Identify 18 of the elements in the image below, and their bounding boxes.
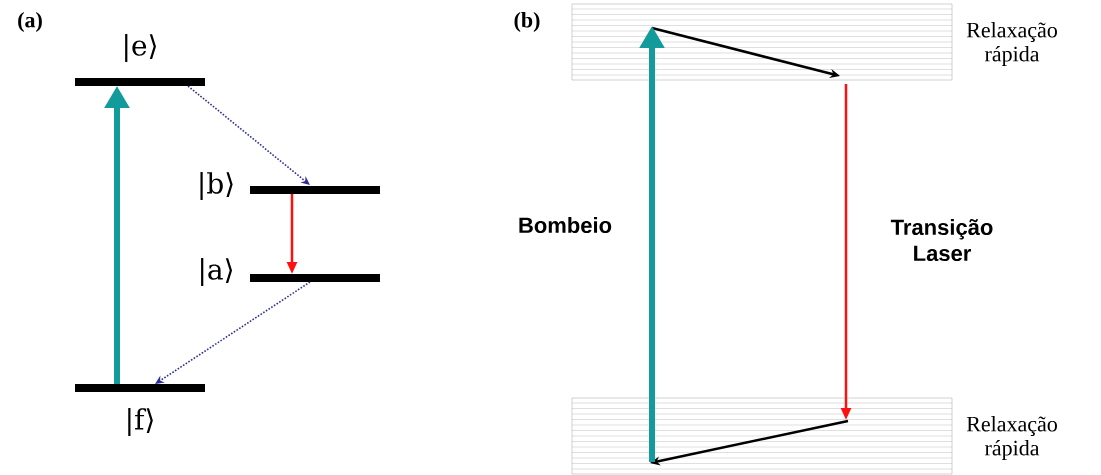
energy-level: |f⟩ — [75, 384, 205, 436]
energy-level: |e⟩ — [75, 34, 205, 86]
arrow — [187, 85, 310, 185]
panel-label: (a) — [18, 12, 42, 32]
edge-label: Bombeio — [519, 216, 612, 234]
edge-label: Transição Laser — [890, 218, 993, 262]
node-label: |f⟩ — [128, 408, 153, 437]
energy-level: |b⟩ — [200, 172, 380, 200]
panel-label: (b) — [514, 12, 540, 32]
energy-band: Relaxação rápida — [571, 397, 1057, 475]
node-label: Relaxação rápida — [966, 416, 1057, 460]
arrow — [155, 281, 311, 384]
node-label: |a⟩ — [201, 258, 233, 286]
node-label: |b⟩ — [200, 172, 233, 200]
energy-level: |a⟩ — [201, 258, 380, 286]
energy-band: Relaxação rápida — [571, 3, 1057, 81]
node-label: Relaxação rápida — [966, 22, 1057, 66]
node-label: |e⟩ — [125, 34, 156, 62]
